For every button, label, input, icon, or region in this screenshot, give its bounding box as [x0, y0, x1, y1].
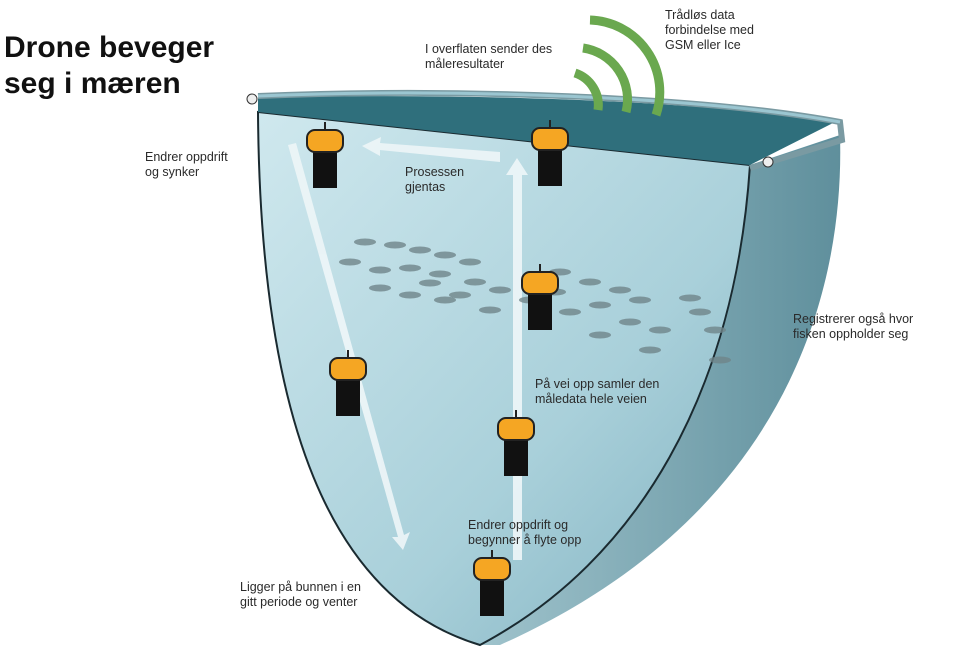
fish — [589, 301, 611, 309]
fish — [704, 326, 726, 334]
fish — [354, 238, 376, 246]
drone-icon — [306, 122, 344, 188]
motion-arrows — [288, 137, 528, 560]
fish — [459, 258, 481, 266]
arrow-left — [362, 137, 500, 162]
fish — [449, 291, 471, 299]
drone-icon — [329, 350, 367, 416]
net-back-wall — [480, 135, 841, 645]
fish — [559, 308, 581, 316]
fish — [434, 251, 456, 259]
drone-icon — [531, 120, 569, 186]
fish — [579, 278, 601, 286]
rim-bolt — [246, 93, 258, 105]
diagram-title: Drone beveger seg i mæren — [4, 30, 214, 102]
fish — [434, 296, 456, 304]
fish — [384, 241, 406, 249]
fish — [399, 264, 421, 272]
drone-icon — [497, 410, 535, 476]
drone-icon — [473, 550, 511, 616]
fish — [689, 308, 711, 316]
fish — [339, 258, 361, 266]
fish — [609, 286, 631, 294]
fish — [464, 278, 486, 286]
fish — [489, 286, 511, 294]
fish — [639, 346, 661, 354]
fish-school — [339, 238, 731, 364]
drone-icon — [521, 264, 559, 330]
arrow-down — [288, 143, 410, 550]
fish — [399, 291, 421, 299]
wireless-signal-icon — [573, 15, 665, 117]
fish — [429, 270, 451, 278]
fish — [589, 331, 611, 339]
fish — [369, 284, 391, 292]
fish — [679, 294, 701, 302]
arrow-up — [506, 158, 528, 560]
fish — [409, 246, 431, 254]
fish — [479, 306, 501, 314]
net-front — [256, 110, 752, 647]
fish — [369, 266, 391, 274]
fish — [419, 279, 441, 287]
title-line: Drone beveger — [4, 31, 215, 64]
fish — [709, 356, 731, 364]
fish — [629, 296, 651, 304]
fish — [649, 326, 671, 334]
title-line: seg i mæren — [4, 67, 181, 100]
fish — [619, 318, 641, 326]
